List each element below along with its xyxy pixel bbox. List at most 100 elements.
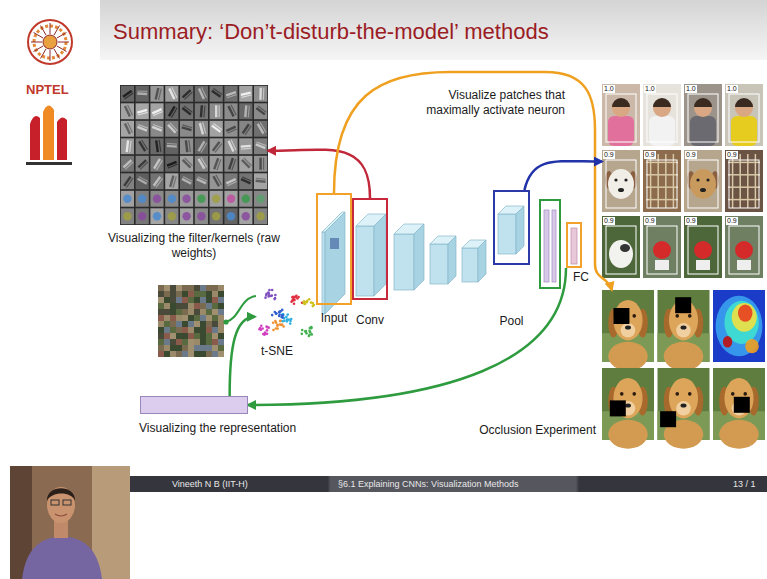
embedding-mosaic-cell <box>176 309 182 315</box>
dog-eye <box>688 314 692 318</box>
embedding-mosaic-cell <box>164 339 170 345</box>
filter-cell <box>210 208 223 224</box>
tsne-point <box>274 297 277 300</box>
dog-head <box>724 378 753 418</box>
embedding-mosaic-cell <box>188 309 194 315</box>
tsne-point <box>295 294 298 297</box>
embedding-mosaic-cell <box>212 321 218 327</box>
filter-cell <box>254 103 267 119</box>
patch-dog-eye <box>706 178 709 181</box>
filter-stripe <box>256 178 266 180</box>
embedding-mosaic-cell <box>176 321 182 327</box>
embedding-mosaic-cell <box>164 345 170 351</box>
embedding-mosaic-cell <box>194 327 200 333</box>
embedding-mosaic-cell <box>182 333 188 339</box>
filter-cell <box>165 173 178 189</box>
filter-cell <box>136 103 149 119</box>
embedding-mosaic-cell <box>182 351 188 357</box>
patch-bbox <box>688 160 718 208</box>
filter-cell <box>224 121 237 137</box>
filter-stripe <box>173 176 176 187</box>
embedding-mosaic-cell <box>194 333 200 339</box>
header-band <box>100 0 767 60</box>
filter-blob <box>242 212 250 220</box>
filter-stripe <box>169 106 175 116</box>
dog-nose <box>625 325 631 329</box>
embedding-mosaic-cell <box>188 315 194 321</box>
logo-text: NPTEL <box>26 82 69 98</box>
embedding-mosaic-cell <box>170 351 176 357</box>
filter-cell <box>239 86 252 102</box>
tsne-point <box>278 311 281 314</box>
tsne-point <box>305 330 308 333</box>
layer-box: Input <box>316 193 352 305</box>
filter-cell <box>239 191 252 207</box>
heatmap-blob <box>723 336 732 348</box>
filter-cell <box>180 103 193 119</box>
tsne-point <box>278 311 281 314</box>
activation-score: 0.9 <box>644 151 656 159</box>
tsne-point <box>302 301 305 304</box>
embedding-mosaic-cell <box>170 345 176 351</box>
filter-stripe <box>214 123 223 129</box>
filter-cell <box>121 173 134 189</box>
filter-stripe <box>156 178 163 187</box>
embedding-mosaic-cell <box>218 297 224 303</box>
embedding-mosaic-cell <box>212 303 218 309</box>
filter-cell <box>210 191 223 207</box>
layer-cube-front <box>462 248 478 282</box>
embedding-mosaic-cell <box>182 291 188 297</box>
filter-cell <box>195 191 208 207</box>
embedding-mosaic-cell <box>194 297 200 303</box>
embedding-mosaic-cell <box>212 339 218 345</box>
logo-flame <box>43 105 54 160</box>
filter-stripe <box>216 175 222 185</box>
logo-spoke <box>34 33 44 39</box>
embedding-mosaic-cell <box>182 321 188 327</box>
patch-dog-eye <box>696 178 699 181</box>
patch-bbox <box>729 94 759 142</box>
filter-stripe <box>156 140 158 152</box>
filter-stripe <box>138 112 148 115</box>
layer-cube-front <box>430 244 448 284</box>
filter-stripe <box>182 127 192 130</box>
presenter-hair <box>47 488 75 501</box>
filter-stripe <box>168 125 176 133</box>
filter-cell <box>254 121 267 137</box>
filter-cell <box>165 208 178 224</box>
embedding-mosaic-cell <box>164 351 170 357</box>
filter-stripe <box>263 158 264 170</box>
filter-stripe <box>200 123 203 134</box>
logo-spoke <box>58 42 69 43</box>
filter-stripe <box>168 164 178 168</box>
tsne-point <box>281 323 284 326</box>
embedding-mosaic-cell <box>158 285 164 291</box>
filter-stripe <box>159 140 161 152</box>
filter-cell <box>150 86 163 102</box>
presenter-shirt <box>22 536 102 579</box>
patch-image <box>643 216 681 278</box>
filter-cell <box>121 138 134 154</box>
embedding-mosaic-cell <box>200 339 206 345</box>
patch-bbox <box>606 160 636 208</box>
logo-spoke <box>34 46 44 52</box>
filter-stripe <box>217 159 221 170</box>
dog-muzzle <box>676 323 691 337</box>
embedding-mosaic-cell <box>176 333 182 339</box>
filter-stripe <box>231 105 236 115</box>
filter-stripe <box>201 143 207 153</box>
filter-stripe <box>171 108 177 118</box>
filter-stripe <box>127 178 133 187</box>
logo-spoke <box>54 26 60 36</box>
embedding-mosaic-cell <box>164 321 170 327</box>
filter-blob <box>227 212 235 220</box>
node-label: Occlusion Experiment <box>479 423 596 438</box>
embedding-mosaic-cell <box>200 327 206 333</box>
node-label: Visualizing the filter/kernels (raw weig… <box>104 231 284 261</box>
tsne-point <box>278 315 281 318</box>
tsne-point <box>271 289 274 292</box>
logo-ring <box>28 20 72 64</box>
filter-stripe <box>232 159 236 170</box>
filter-cell <box>150 208 163 224</box>
connector-arrow <box>230 317 255 396</box>
